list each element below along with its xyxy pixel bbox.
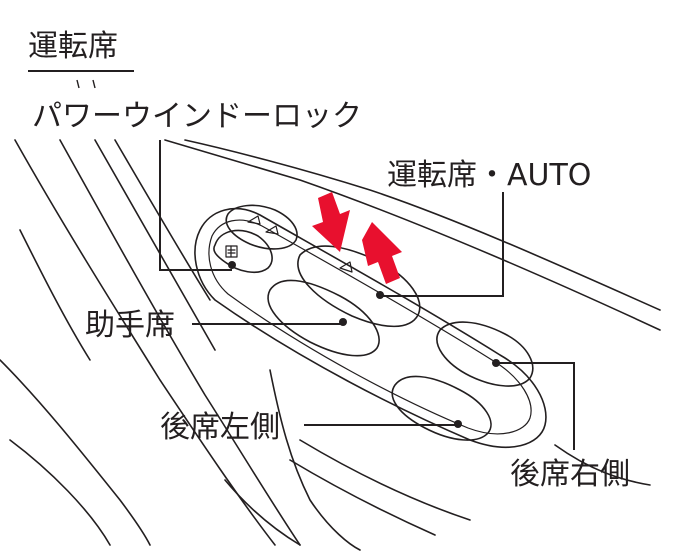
leader-driver-auto bbox=[376, 192, 504, 299]
heading-label: 運転席 bbox=[28, 29, 118, 64]
leader-rear-right bbox=[492, 359, 575, 450]
window-lock-label: パワーウインドーロック bbox=[32, 99, 362, 134]
lock-button-group[interactable] bbox=[213, 204, 298, 274]
rear-right-window-switch[interactable] bbox=[436, 321, 534, 387]
leader-passenger bbox=[192, 318, 347, 326]
arrow-down-icon bbox=[312, 192, 350, 252]
window-lock-icon bbox=[225, 245, 238, 258]
leader-window-lock bbox=[159, 140, 236, 271]
rear-right-label: 後席右側 bbox=[510, 457, 630, 492]
rear-left-label: 後席左側 bbox=[160, 410, 280, 445]
rear-left-window-switch[interactable] bbox=[391, 375, 492, 441]
passenger-window-switch[interactable] bbox=[267, 279, 380, 357]
leader-rear-left bbox=[304, 420, 462, 428]
driver-window-switch[interactable] bbox=[297, 245, 421, 328]
arrow-up-icon bbox=[362, 222, 402, 284]
driver-auto-label: 運転席・AUTO bbox=[387, 158, 591, 193]
heading-ticks bbox=[76, 79, 96, 89]
window-icon bbox=[247, 215, 279, 235]
door-trim-outline bbox=[0, 139, 661, 551]
passenger-label: 助手席 bbox=[85, 308, 175, 343]
